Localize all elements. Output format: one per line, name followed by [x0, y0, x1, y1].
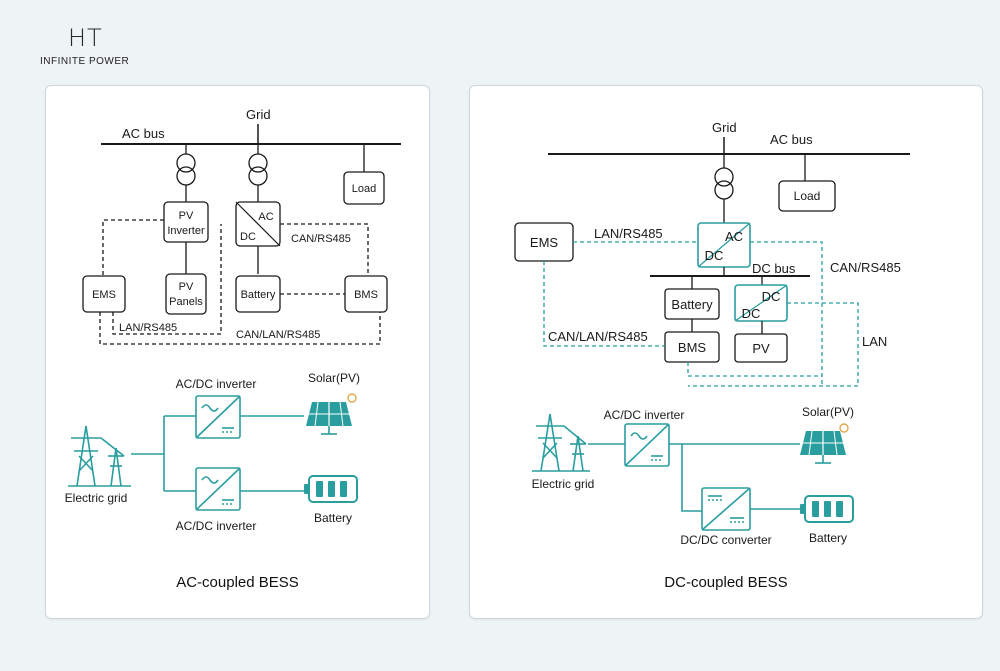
dc-pv-label: PV: [752, 341, 770, 356]
dc-can-rs485-label: CAN/RS485: [830, 260, 901, 275]
logo-mark: HT: [68, 24, 103, 52]
dc-bus-label: DC bus: [752, 261, 796, 276]
dc-bms-label: BMS: [678, 340, 707, 355]
ac-ems-label: EMS: [92, 289, 116, 301]
ac-pv-panels-box: [165, 273, 207, 315]
transformer-icon: [176, 153, 196, 173]
dc-grid-label: Grid: [712, 120, 737, 135]
transformer-icon: [714, 180, 734, 200]
electric-grid-icon: [68, 425, 131, 487]
inverter-icon: [195, 467, 241, 511]
ac-bus-label: AC bus: [122, 126, 165, 141]
battery-icon: [304, 475, 358, 503]
ac-coupled-panel: Grid AC bus Load PV Inverter AC DC CAN/R…: [45, 85, 430, 619]
ac-bms-box: [344, 275, 388, 313]
solar-panel-icon: [306, 393, 357, 435]
ac-icon-battery-label: Battery: [314, 511, 352, 525]
inverter-icon: [624, 423, 670, 467]
ac-icon-grid-label: Electric grid: [65, 491, 128, 505]
dc-icon-inverter-label: AC/DC inverter: [604, 408, 685, 422]
transformer-icon: [176, 166, 196, 186]
ac-pv-panels-label-2: Panels: [169, 296, 203, 308]
ac-battery-label: Battery: [241, 289, 276, 301]
ac-can-lan-rs485-label: CAN/LAN/RS485: [236, 329, 320, 341]
inverter-icon: [195, 395, 241, 439]
ac-diagram: Grid AC bus Load PV Inverter AC DC CAN/R…: [65, 107, 401, 533]
ac-pv-panels-label-1: PV: [179, 281, 194, 293]
transformer-icon: [248, 153, 268, 173]
dc-load-label: Load: [794, 189, 821, 203]
dc-pv-box: [734, 333, 788, 363]
ac-icon-inverter-bottom-label: AC/DC inverter: [176, 519, 257, 533]
dc-diagram: Grid AC bus Load EMS LAN/RS485 AC DC CAN…: [514, 120, 910, 547]
dc-dcdc-dc2-label: DC: [742, 306, 761, 321]
dc-conv-dc-label: DC: [705, 248, 724, 263]
dc-lan-rs485-label: LAN/RS485: [594, 226, 663, 241]
dc-ac-bus-label: AC bus: [770, 132, 813, 147]
dc-icon-grid-label: Electric grid: [532, 477, 595, 491]
ac-bms-label: BMS: [354, 289, 378, 301]
dc-can-lan-rs485-label: CAN/LAN/RS485: [548, 329, 648, 344]
ac-icon-solar-label: Solar(PV): [308, 371, 360, 385]
dc-panel-title: DC-coupled BESS: [664, 574, 788, 591]
ac-panel-title: AC-coupled BESS: [176, 574, 299, 591]
ac-pv-inverter-label-1: PV: [179, 210, 194, 222]
ac-load-box: [343, 171, 385, 205]
ac-acdc-ac-label: AC: [258, 211, 273, 223]
dc-dcdc-dc1-label: DC: [762, 289, 781, 304]
dc-conv-ac-label: AC: [725, 229, 743, 244]
solar-panel-icon: [800, 423, 849, 464]
dc-dc-converter-icon: [701, 487, 751, 531]
ac-acdc-dc-label: DC: [240, 231, 256, 243]
dc-ems-label: EMS: [530, 235, 559, 250]
brand-logo: HT INFINITE POWER: [40, 22, 150, 72]
dc-coupled-panel: Grid AC bus Load EMS LAN/RS485 AC DC CAN…: [469, 85, 983, 619]
ac-lan-rs485-label: LAN/RS485: [119, 322, 177, 334]
transformer-icon: [248, 166, 268, 186]
dc-icon-dcdc-label: DC/DC converter: [680, 533, 771, 547]
ac-load-label: Load: [352, 183, 376, 195]
dc-lan-label: LAN: [862, 334, 887, 349]
dc-bms-box: [664, 331, 720, 363]
logo-subtitle: INFINITE POWER: [40, 56, 130, 67]
transformer-icon: [714, 167, 734, 187]
dc-icon-battery-label: Battery: [809, 531, 847, 545]
dc-load-box: [778, 180, 836, 212]
ac-icon-inverter-top-label: AC/DC inverter: [176, 377, 257, 391]
ac-can-rs485-label: CAN/RS485: [291, 233, 351, 245]
ac-ems-box: [82, 275, 126, 313]
electric-grid-icon: [532, 413, 590, 472]
dc-icon-solar-label: Solar(PV): [802, 405, 854, 419]
ac-pv-inverter-label-2: Inverter: [167, 225, 205, 237]
dc-battery-label: Battery: [671, 297, 713, 312]
ac-grid-label: Grid: [246, 107, 271, 122]
battery-icon: [800, 495, 854, 523]
